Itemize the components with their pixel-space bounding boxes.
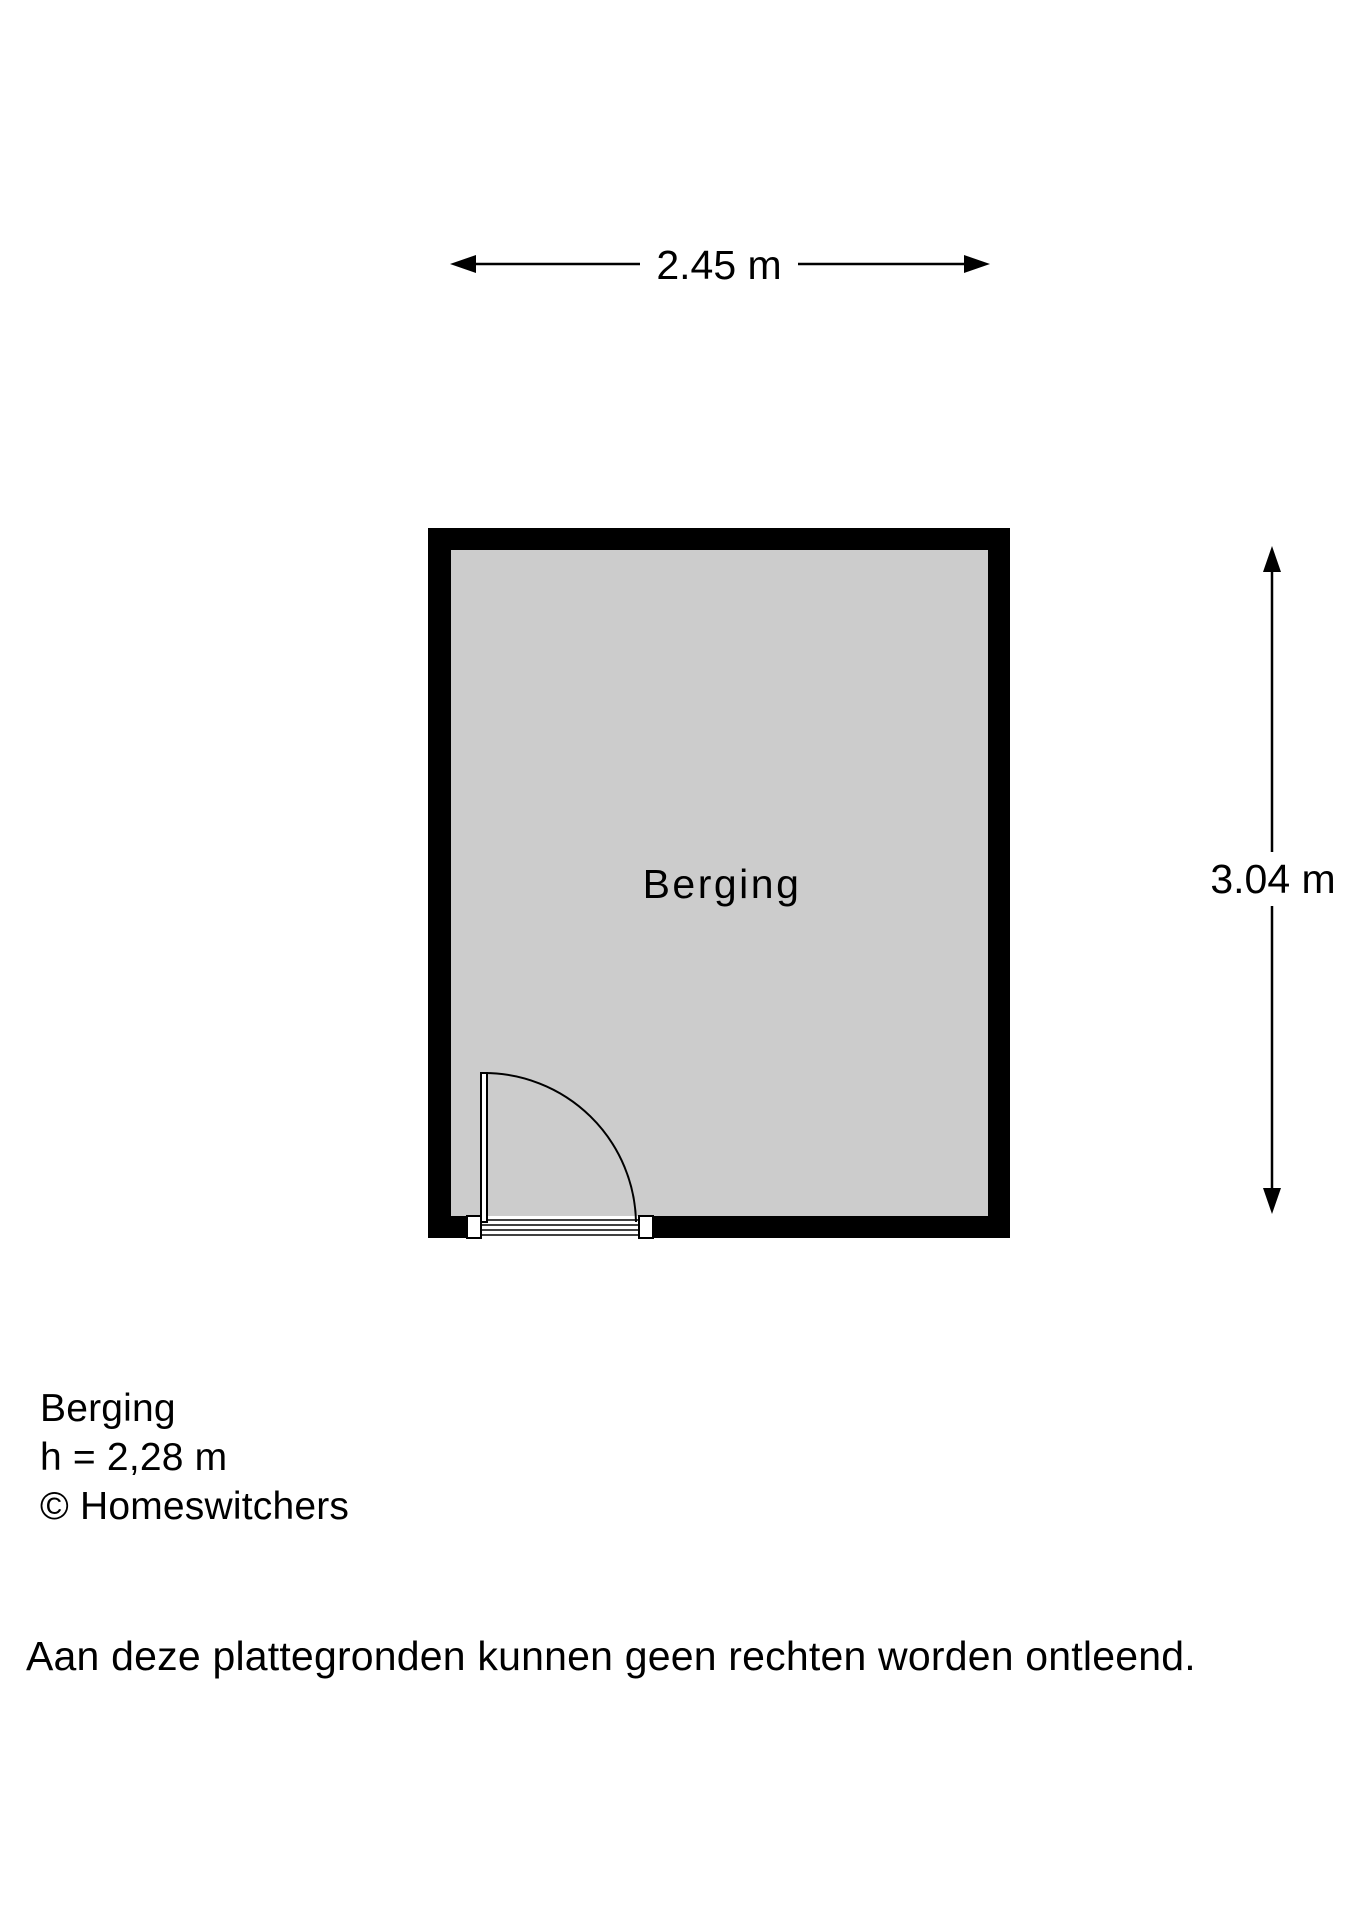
disclaimer: Aan deze plattegronden kunnen geen recht…	[26, 1633, 1196, 1679]
width-label: 2.45 m	[656, 242, 781, 288]
door-frame-right	[638, 1215, 654, 1239]
depth-arrow-up-icon	[1263, 546, 1281, 572]
info-copyright: © Homeswitchers	[40, 1485, 350, 1528]
depth-dimension: 3.04 m	[1210, 546, 1336, 1214]
info-height: h = 2,28 m	[40, 1436, 228, 1479]
depth-label: 3.04 m	[1210, 856, 1335, 902]
door-swing-arc	[483, 1072, 637, 1223]
door-threshold	[481, 1219, 639, 1236]
door-leaf	[480, 1072, 488, 1223]
door-frame-left	[466, 1215, 482, 1239]
width-dimension: 2.45 m	[450, 242, 990, 288]
depth-arrow-down-icon	[1263, 1188, 1281, 1214]
room-floor	[451, 550, 988, 1216]
width-arrow-left-icon	[450, 255, 476, 273]
door-opening	[467, 1216, 653, 1238]
room-label: Berging	[643, 861, 802, 907]
width-arrow-right-icon	[964, 255, 990, 273]
room-info: Berging h = 2,28 m © Homeswitchers	[40, 1384, 349, 1531]
info-room-name: Berging	[40, 1387, 176, 1430]
room-berging: Berging	[428, 528, 1010, 1239]
